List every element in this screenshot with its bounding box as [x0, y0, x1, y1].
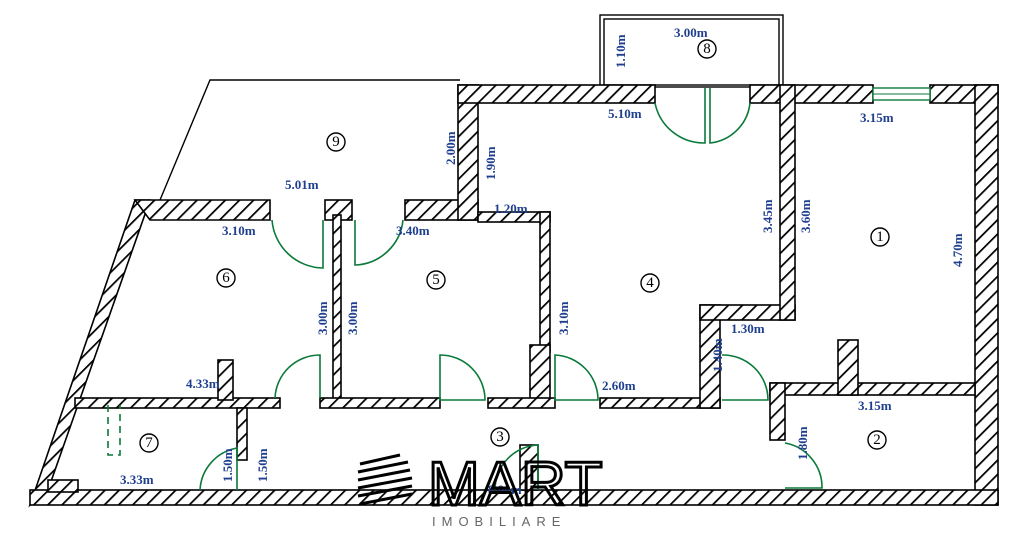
door-room7 — [199, 447, 238, 491]
dimension-label: 3.33m — [120, 472, 154, 487]
wall-segment — [779, 84, 796, 321]
wall-segment — [974, 84, 999, 506]
wall-segment — [457, 84, 656, 104]
wall-segment — [133, 199, 271, 221]
room-6: 6 — [216, 268, 236, 288]
door-room5-hall — [439, 354, 486, 401]
doors — [107, 88, 823, 491]
walls — [28, 84, 999, 508]
dimension-label: 3.10m — [556, 301, 571, 335]
door-room2 — [784, 442, 823, 489]
dimension-label: 4.70m — [950, 233, 965, 267]
dimension-label: 3.40m — [396, 223, 430, 238]
balcony-outline — [599, 14, 784, 88]
svg-text:MART: MART — [428, 450, 603, 519]
dimension-label: 1.90m — [483, 146, 498, 180]
room-2: 2 — [867, 430, 887, 450]
wall-segment — [837, 339, 859, 396]
svg-text:IMOBILIARE: IMOBILIARE — [432, 514, 566, 529]
dimension-label: 3.00m — [315, 301, 330, 335]
dimension-label: 2.60m — [602, 378, 636, 393]
wall-segment — [319, 397, 441, 409]
building-logo-icon — [357, 453, 413, 506]
wall-segment — [457, 84, 479, 221]
dimension-label: 1.50m — [255, 448, 270, 482]
door-room1 — [721, 354, 769, 401]
room-number: 7 — [145, 435, 153, 451]
room-number: 3 — [496, 429, 504, 445]
dimension-label: 1.80m — [795, 426, 810, 460]
window — [872, 87, 931, 101]
dimension-label: 8.90m — [488, 482, 522, 497]
wall-segment — [236, 407, 248, 461]
shower-marker — [107, 405, 121, 456]
door-room4-hall — [554, 354, 599, 401]
dimension-label: 1.40m — [710, 338, 725, 372]
wall-segment — [749, 84, 874, 104]
room-labels: 1 2 3 4 5 6 7 8 9 — [139, 39, 890, 453]
dimension-label: 3.00m — [345, 301, 360, 335]
room-8: 8 — [697, 39, 717, 59]
wall-segment — [529, 344, 551, 406]
wall-segment — [29, 489, 999, 506]
dimension-label: 3.45m — [760, 199, 775, 233]
room-4: 4 — [640, 273, 660, 293]
wall-segment — [74, 397, 281, 409]
dimension-label: 1.30m — [731, 321, 765, 336]
room-number: 1 — [876, 229, 884, 245]
door-room6-hall — [274, 354, 321, 399]
dimension-label: 5.01m — [285, 177, 319, 192]
dimension-label: 3.00m — [674, 25, 708, 40]
door-entrance — [494, 444, 539, 491]
wall-segment — [332, 214, 342, 406]
dimension-label: 1.20m — [494, 201, 528, 216]
wall-segment — [28, 199, 152, 508]
door-balcony — [654, 88, 751, 144]
room-7: 7 — [139, 433, 159, 453]
dimension-label: 5.10m — [608, 106, 642, 121]
wall-segment — [487, 397, 556, 409]
wall-segment — [47, 479, 79, 493]
room-3: 3 — [490, 427, 510, 447]
room-number: 4 — [646, 275, 654, 291]
dimension-label: 4.33m — [186, 376, 220, 391]
dimension-label: 2.00m — [443, 131, 458, 165]
room-5: 5 — [426, 270, 446, 290]
wall-segment — [539, 211, 551, 353]
dimension-label: 3.15m — [858, 398, 892, 413]
dimension-label: 3.60m — [798, 199, 813, 233]
company-logo: MART IMOBILIARE — [357, 449, 604, 529]
room-number: 9 — [332, 134, 340, 150]
wall-segment — [217, 359, 234, 401]
dimension-label: 1.50m — [220, 448, 235, 482]
wall-segment — [769, 382, 786, 441]
dimension-label: 1.10m — [613, 34, 628, 68]
wall-segment — [769, 382, 976, 396]
room-number: 6 — [222, 270, 230, 286]
dimension-label: 3.15m — [860, 110, 894, 125]
room-number: 5 — [432, 272, 440, 288]
dimension-label: 3.10m — [222, 223, 256, 238]
room-number: 8 — [703, 41, 711, 57]
terrace-outline — [159, 79, 460, 201]
room-number: 2 — [873, 432, 881, 448]
room-9: 9 — [326, 132, 346, 152]
room-1: 1 — [870, 227, 890, 247]
door-room5 — [354, 219, 404, 266]
door-room6 — [271, 219, 324, 269]
dimension-labels: 3.00m 1.10m 5.10m 3.15m 2.00m 1.90m 5.01… — [120, 25, 965, 497]
